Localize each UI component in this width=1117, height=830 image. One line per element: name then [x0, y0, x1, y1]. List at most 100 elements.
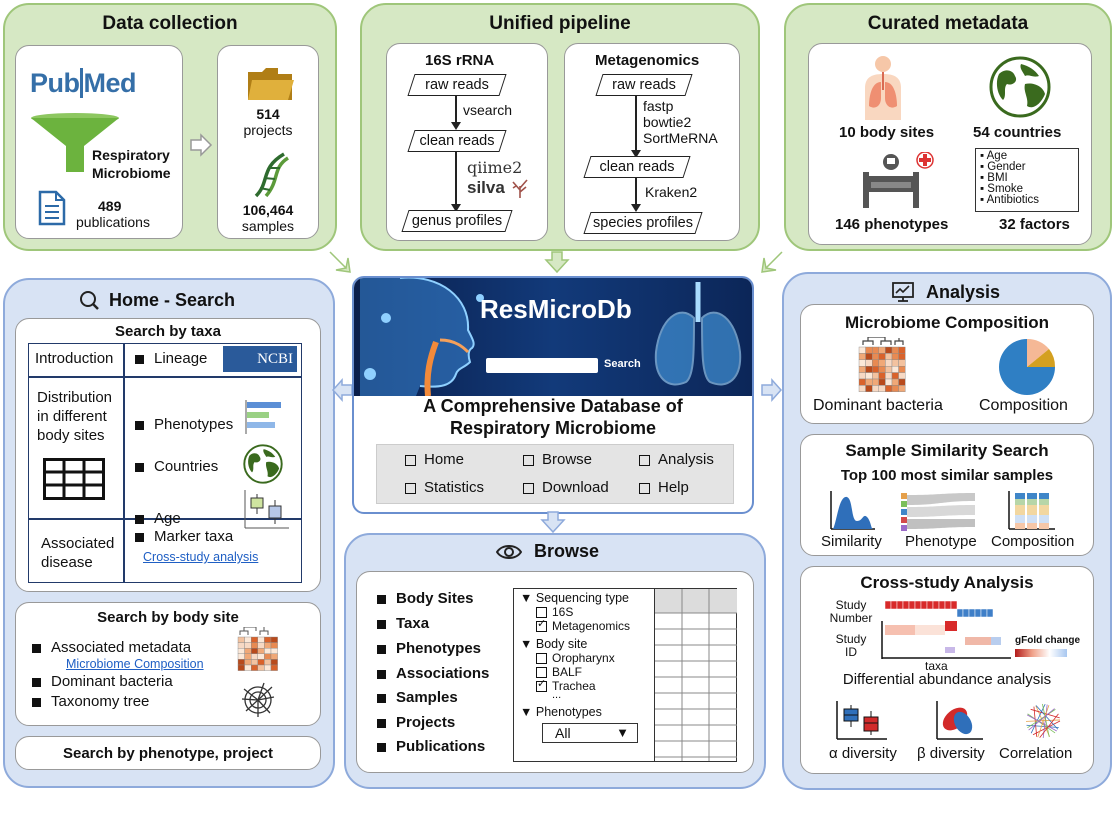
taxa-age-item[interactable]: Age	[135, 510, 181, 527]
bullet-icon	[377, 619, 386, 629]
bullet-icon	[32, 697, 41, 707]
browse-body-sites[interactable]: Body Sites	[377, 590, 474, 607]
search-icon	[80, 291, 99, 310]
browse-publications[interactable]: Publications	[377, 738, 485, 755]
cross-study-card: Cross-study Analysis Study Number Study …	[800, 566, 1094, 774]
browse-card: Body Sites Taxa Phenotypes Associations …	[356, 571, 754, 773]
factor-smoke: Smoke	[987, 183, 1024, 195]
gfold-gradient	[1015, 649, 1067, 657]
search-by-taxa-title: Search by taxa	[115, 323, 221, 340]
taxa-marker: Marker taxa	[154, 528, 234, 545]
nav-browse[interactable]: Browse	[523, 451, 592, 468]
bullet-icon	[135, 462, 144, 472]
banner-search-input[interactable]	[486, 358, 598, 373]
nav-download[interactable]: Download	[523, 479, 609, 496]
projects-card: 514 projects 106,464 samples	[217, 45, 319, 239]
bullet-icon	[377, 718, 386, 728]
nav-help[interactable]: Help	[639, 479, 689, 496]
filter-phenotypes[interactable]: ▼ Phenotypes	[520, 705, 602, 719]
cross-study-title: Cross-study Analysis	[860, 573, 1034, 592]
microbiome-composition-link[interactable]: Microbiome Composition	[66, 657, 204, 671]
correlation-network-icon	[1025, 703, 1061, 739]
taxa-table: Introduction Distribution in different b…	[28, 343, 302, 583]
search-by-phenotype-card[interactable]: Search by phenotype, project	[15, 736, 321, 770]
filter-balf-label: BALF	[552, 665, 583, 679]
alpha-boxplot-icon	[836, 701, 887, 740]
composition-title: Microbiome Composition	[845, 313, 1049, 332]
browse-publications-label: Publications	[396, 738, 486, 755]
bullet-icon	[377, 693, 386, 703]
body-metadata-item[interactable]: Associated metadata	[32, 639, 191, 656]
taxa-phenotypes-item[interactable]: Phenotypes	[135, 416, 233, 433]
lungs-icon	[654, 282, 742, 386]
rrna-tool-vsearch: vsearch	[463, 102, 513, 118]
dropdown-arrow-icon: ▼	[616, 725, 629, 740]
checkbox-icon	[536, 653, 547, 665]
phenotypes-stat: 146 phenotypes	[835, 216, 949, 233]
browse-associations[interactable]: Associations	[377, 665, 489, 682]
samples-count: 106,464	[242, 202, 294, 218]
filter-oropharynx-label: Oropharynx	[552, 651, 615, 665]
filter-oropharynx-option[interactable]: Oropharynx	[536, 651, 615, 665]
nav-statistics-checkbox-icon	[405, 482, 416, 494]
taxa-marker-item[interactable]: Marker taxa	[135, 528, 233, 545]
browse-projects[interactable]: Projects	[377, 714, 455, 731]
dominant-heatmap-icon	[858, 337, 906, 393]
filter-seq-type[interactable]: ▼ Sequencing type	[520, 591, 629, 605]
metadata-card: 10 body sites 54 countries 146 phenotype…	[808, 43, 1092, 245]
pubmed-logo-med: Med	[79, 68, 136, 98]
nav-home[interactable]: Home	[405, 451, 464, 468]
taxa-table-divider-h2	[29, 518, 301, 520]
meta-arrow-1	[631, 150, 641, 158]
composition-card: Microbiome Composition Dominant bacteria…	[800, 304, 1094, 424]
body-dominant-item[interactable]: Dominant bacteria	[32, 673, 173, 690]
body-taxonomy: Taxonomy tree	[51, 693, 150, 710]
factor-item: ▪ Smoke	[980, 183, 1024, 195]
browse-samples-label: Samples	[396, 689, 458, 706]
rrna-arrow-1	[451, 122, 461, 130]
publications-count: 489	[98, 198, 122, 214]
folder-icon	[248, 68, 294, 100]
filter-body-site[interactable]: ▼ Body site	[520, 637, 588, 651]
nav-download-checkbox-icon	[523, 482, 534, 494]
browse-taxa[interactable]: Taxa	[377, 615, 429, 632]
browse-phenotypes-label: Phenotypes	[396, 640, 482, 657]
filter-body-site-label: Body site	[535, 637, 588, 651]
publications-label: publications	[76, 214, 150, 230]
banner-search-button[interactable]: Search	[604, 358, 641, 370]
sankey-icon	[901, 493, 975, 531]
taxa-lineage-item[interactable]: Lineage	[135, 350, 207, 367]
phenotypes-select[interactable]: All ▼	[542, 723, 638, 743]
browse-samples[interactable]: Samples	[377, 689, 458, 706]
nav-browse-checkbox-icon	[523, 454, 534, 466]
taxa-table-divider-v	[123, 344, 125, 582]
filter-metagenomics-option[interactable]: Metagenomics	[536, 617, 630, 633]
bullet-icon	[377, 742, 386, 752]
filter-trachea-option[interactable]: Trachea	[536, 677, 596, 693]
table-grid-icon	[43, 458, 105, 500]
taxa-countries-item[interactable]: Countries	[135, 458, 218, 475]
bullet-icon	[135, 514, 144, 524]
globe-icon	[243, 444, 283, 484]
search-by-body-title: Search by body site	[97, 609, 239, 626]
meta-line-1	[635, 96, 637, 152]
nav-statistics[interactable]: Statistics	[405, 479, 484, 496]
arrow-right-icon	[761, 378, 782, 402]
bullet-icon	[135, 532, 144, 542]
factor-item: ▪ Age	[980, 150, 1008, 162]
funnel-icon	[31, 113, 119, 172]
nav-analysis[interactable]: Analysis	[639, 451, 714, 468]
cross-study-heatmap	[881, 601, 1011, 659]
cross-study-link[interactable]: Cross-study analysis	[143, 550, 259, 564]
dna-icon	[254, 152, 290, 198]
browse-phenotypes[interactable]: Phenotypes	[377, 640, 481, 657]
factor-gender: Gender	[987, 161, 1026, 173]
qiime2-logo: qiime2	[467, 158, 523, 177]
body-taxonomy-item[interactable]: Taxonomy tree	[32, 693, 149, 710]
results-grid	[655, 589, 737, 761]
stacked-bar-icon	[1008, 491, 1055, 530]
pubmed-logo-pub: Pub	[30, 68, 80, 98]
taxa-introduction: Introduction	[35, 350, 114, 367]
